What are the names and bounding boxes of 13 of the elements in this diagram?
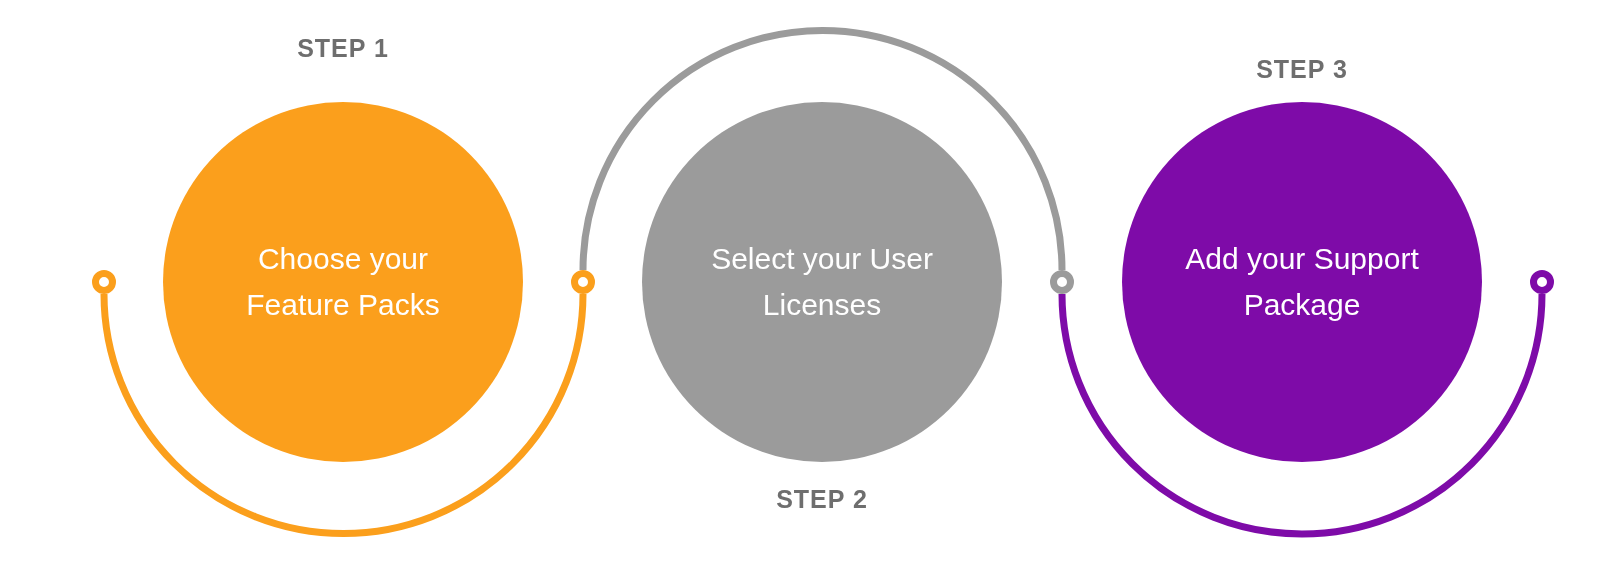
ring-dot bbox=[1050, 270, 1074, 294]
step-text: Select your User Licenses bbox=[710, 241, 934, 323]
arc-connector bbox=[579, 27, 1066, 271]
ring-dot bbox=[1530, 270, 1554, 294]
ring-dot bbox=[571, 270, 595, 294]
arc-connector bbox=[1058, 293, 1546, 538]
step-text: Add your Support Package bbox=[1184, 241, 1420, 323]
ring-dot bbox=[92, 270, 116, 294]
arc-connector bbox=[100, 293, 587, 537]
step-heading: STEP 2 bbox=[776, 485, 868, 514]
step-text: Choose your Feature Packs bbox=[245, 241, 441, 323]
step-heading: STEP 3 bbox=[1256, 55, 1348, 84]
step-heading: STEP 1 bbox=[297, 34, 389, 63]
